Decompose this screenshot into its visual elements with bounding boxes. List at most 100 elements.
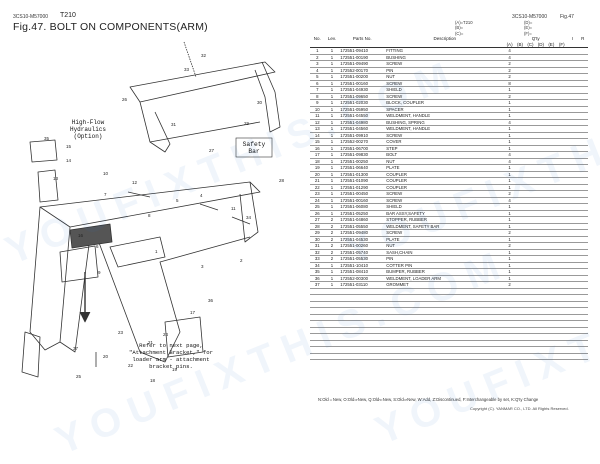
col-parts-no: Parts No. — [352, 36, 372, 42]
row-part-no: 172551-01290 — [339, 184, 386, 191]
part-callout: 29 — [244, 121, 250, 126]
row-no: 17 — [310, 151, 325, 159]
row-no: 23 — [310, 190, 325, 198]
part-callout: 23 — [118, 330, 124, 335]
row-lev: 2 — [324, 216, 340, 224]
row-no: 37 — [310, 281, 325, 289]
variant-list-right: (D)=(E)=(F)= — [524, 20, 533, 36]
row-qty-a: 4 — [504, 197, 515, 204]
row-lev: 1 — [324, 106, 340, 113]
row-qty-a: 2 — [504, 229, 515, 237]
row-qty-a: 2 — [504, 242, 515, 250]
row-no: 14 — [310, 132, 325, 139]
row-lev: 1 — [324, 99, 340, 107]
row-part-no: 172551-00450 — [339, 190, 386, 198]
row-lev: 1 — [324, 132, 340, 139]
part-callout: 28 — [279, 178, 285, 183]
part-callout: 31 — [171, 122, 177, 127]
row-part-no: 172551-08410 — [339, 268, 386, 276]
row-no: 29 — [310, 229, 325, 237]
row-lev: 1 — [324, 151, 340, 159]
part-callout: 1 — [155, 249, 158, 254]
qty-col-b: (B) — [517, 41, 523, 47]
part-callout: 7 — [104, 192, 107, 197]
row-lev: 1 — [324, 177, 340, 185]
col-i: I — [571, 36, 573, 42]
part-callout: 8 — [148, 213, 151, 218]
row-lev: 1 — [324, 54, 340, 61]
row-description: SHIELD — [385, 86, 505, 94]
row-part-no: 172551-05740 — [339, 249, 386, 256]
empty-table-row — [310, 340, 588, 347]
row-lev: 1 — [324, 86, 340, 94]
row-qty-a: 4 — [504, 47, 515, 55]
row-description: BUSHING, SPRING — [385, 119, 505, 126]
part-callout: 2 — [240, 258, 243, 263]
part-callout: 11 — [231, 206, 236, 211]
variant-list-left: (A)=T210(B)=(C)= — [455, 20, 473, 36]
part-callout: 3 — [201, 264, 204, 269]
row-part-no: 172551-09490 — [339, 60, 386, 68]
row-qty-a: 1 — [504, 171, 515, 178]
row-description: COTTER PIN — [385, 262, 505, 269]
qty-col-d: (D) — [537, 41, 544, 47]
row-part-no: 172551-05530 — [339, 255, 386, 263]
refer-note-line1: Refer to next page, — [139, 342, 203, 349]
col-no: No. — [313, 36, 321, 42]
part-callout: 5 — [176, 198, 179, 203]
row-qty-a: 1 — [504, 223, 515, 230]
row-description: NUT — [385, 158, 505, 165]
row-qty-a: 1 — [504, 210, 515, 217]
row-qty-a: 1 — [504, 255, 515, 263]
row-description: BAR ASSY,SAFETY — [385, 210, 505, 217]
row-no: 21 — [310, 177, 325, 185]
row-no: 11 — [310, 112, 325, 120]
row-part-no: 172551-06080 — [339, 203, 386, 211]
table-header-row: No. Lev. Parts No. Description Q'ty I R — [310, 36, 588, 42]
col-r: R — [581, 36, 585, 42]
empty-table-row — [310, 307, 588, 315]
row-part-no: 172551-00260 — [339, 242, 386, 250]
row-lev: 1 — [324, 80, 340, 87]
row-lev: 1 — [324, 125, 340, 133]
qty-col-a: (A) — [506, 41, 513, 47]
row-lev: 1 — [324, 67, 340, 74]
row-lev: 1 — [324, 281, 340, 289]
row-no: 18 — [310, 158, 325, 165]
row-lev: 1 — [324, 203, 340, 211]
row-qty-a: 4 — [504, 151, 515, 159]
doc-code-left: 3CS10-M57000 — [13, 14, 49, 20]
row-lev: 1 — [324, 184, 340, 191]
row-qty-a: 1 — [504, 112, 515, 120]
row-description: STOPPER, RUBBER — [385, 216, 505, 224]
row-description: SCREW — [385, 190, 505, 198]
row-qty-a: 2 — [504, 73, 515, 81]
row-lev: 1 — [324, 275, 340, 282]
row-description: SCREW — [385, 132, 505, 139]
row-no: 20 — [310, 171, 325, 178]
row-part-no: 172551-00200 — [339, 73, 386, 81]
row-qty-a: 1 — [504, 216, 515, 224]
row-lev: 1 — [324, 47, 340, 55]
part-callout: 9 — [98, 270, 101, 275]
coupler-block-outline — [69, 223, 113, 249]
row-no: 26 — [310, 210, 325, 217]
part-callout: 24 — [163, 332, 169, 337]
safety-note-line1: Safety — [243, 141, 266, 148]
safety-bar-label-box — [235, 137, 273, 158]
row-part-no: 172551-03110 — [339, 281, 386, 289]
row-part-no: 172551-04860 — [339, 216, 386, 224]
row-part-no: 172551-09650 — [339, 93, 386, 100]
row-description: BUSHING — [385, 54, 505, 61]
row-no: 35 — [310, 268, 325, 276]
row-description: SASH,CHAIN — [385, 249, 505, 256]
